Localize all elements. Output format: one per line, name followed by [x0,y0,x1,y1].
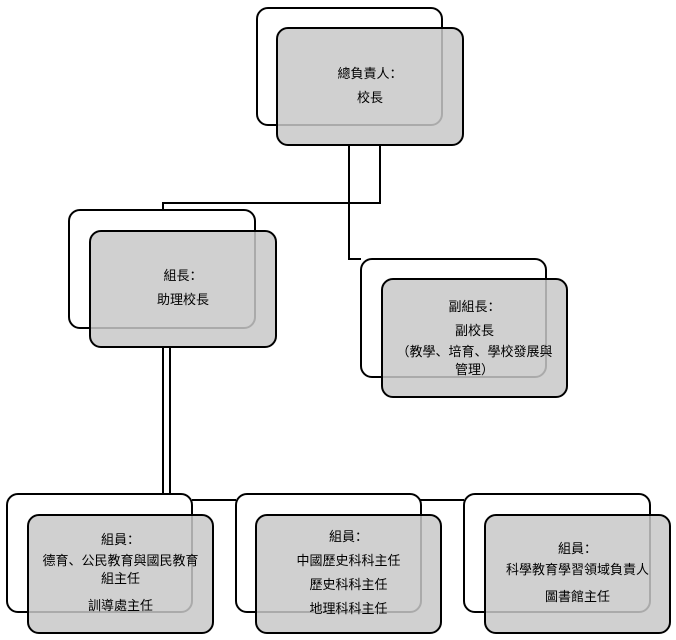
connector [192,499,236,501]
connector [379,145,381,204]
connector [420,499,464,501]
node-line: 副校長 [454,324,494,339]
node-title: 組員： [100,533,140,548]
node-line: 助理校長 [156,293,209,308]
node-line: 德育、公民教育與國民教育組主任 [42,554,199,587]
node-member-2: 組員： 中國歷史科科主任 歷史科科主任 地理科科主任 [255,514,442,634]
node-line: 科學教育學習領域負責人 [505,563,649,578]
connector [169,347,171,494]
node-leader: 組長： 助理校長 [89,230,277,348]
node-title: 組員： [557,542,597,557]
connector [162,202,381,204]
connector [348,258,361,260]
node-deputy: 副組長： 副校長 （教學、培育、學校發展與管理） [381,278,568,398]
node-title: 組長： [163,269,203,284]
node-member-1: 組員： 德育、公民教育與國民教育組主任 訓導處主任 [27,514,214,634]
node-principal: 總負責人： 校長 [276,27,464,146]
connector [348,145,350,259]
node-line: 歷史科科主任 [309,578,388,593]
node-member-3: 組員： 科學教育學習領域負責人 圖書館主任 [484,514,671,634]
connector [162,202,164,210]
node-title: 總負責人： [337,66,403,82]
node-line: 校長 [356,90,383,106]
node-line: （教學、培育、學校發展與管理） [396,345,553,378]
node-line: 圖書館主任 [544,590,610,605]
node-line: 訓導處主任 [87,599,153,614]
connector [162,347,164,494]
node-line: 中國歷史科科主任 [296,554,401,569]
node-title: 副組長： [448,300,501,315]
node-title: 組員： [328,530,368,545]
node-line: 地理科科主任 [309,602,388,617]
